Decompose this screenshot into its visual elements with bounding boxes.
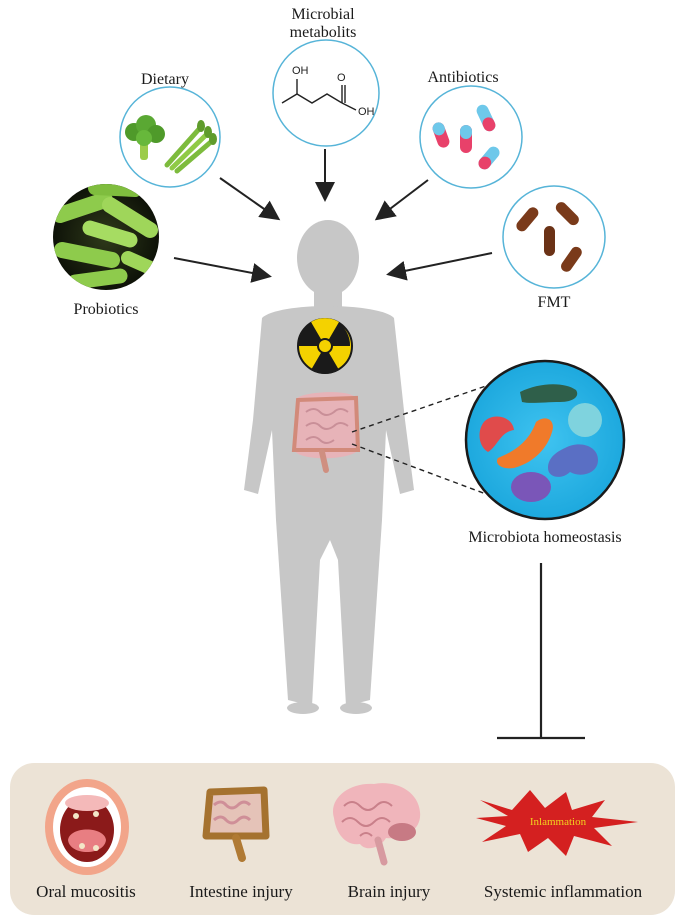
capsule-pills-icon (432, 104, 500, 170)
radiation-icon (297, 318, 353, 374)
metabolites-circle: OH O OH (272, 39, 380, 147)
antibiotics-circle (419, 85, 523, 189)
butyrate-structure-icon (281, 79, 357, 111)
antibiotics-label: Antibiotics (427, 69, 498, 86)
asparagus-icon (164, 120, 217, 174)
chem-o-label: O (337, 72, 346, 84)
probiotics-label: Probiotics (74, 301, 139, 318)
probiotics-circle (53, 184, 159, 290)
chem-oh-label: OH (292, 65, 309, 77)
fmt-circle (502, 185, 606, 289)
arrow-antibiotics (374, 179, 429, 221)
metabolites-label-line2: metabolits (290, 24, 357, 41)
zoom-lines (351, 375, 516, 501)
inflammation-burst-icon (476, 790, 638, 856)
intestine-icon (202, 786, 270, 862)
fmt-capsule-icon (516, 202, 582, 272)
input-arrows (173, 149, 493, 283)
microbe-shapes-icon (479, 384, 602, 502)
outcome-brain-injury: Brain injury (348, 882, 431, 901)
dietary-circle (119, 86, 221, 188)
microbiota-label: Microbiota homeostasis (468, 529, 621, 546)
outcomes-panel (10, 763, 675, 915)
microbiota-circle (464, 359, 626, 521)
human-body-silhouette (244, 220, 414, 714)
arrow-fmt (386, 252, 493, 281)
bacteria-icon (53, 184, 159, 290)
inhibition-line (497, 563, 585, 740)
inflammation-badge: Inlammation (530, 816, 587, 828)
brain-icon (333, 783, 421, 866)
fmt-label: FMT (538, 294, 571, 311)
broccoli-icon (125, 115, 165, 160)
intestine-in-body-icon (291, 392, 361, 473)
dietary-label: Dietary (141, 71, 189, 88)
arrow-dietary (219, 177, 281, 221)
outcome-oral-mucositis: Oral mucositis (36, 882, 136, 901)
outcome-systemic-inflammation: Systemic inflammation (484, 882, 643, 901)
outcome-intestine-injury: Intestine injury (189, 882, 293, 901)
chem-oh2-label: OH (358, 106, 375, 118)
arrow-probiotics (173, 257, 272, 283)
mouth-icon (45, 779, 129, 875)
metabolites-label-line1: Microbial (291, 6, 355, 23)
